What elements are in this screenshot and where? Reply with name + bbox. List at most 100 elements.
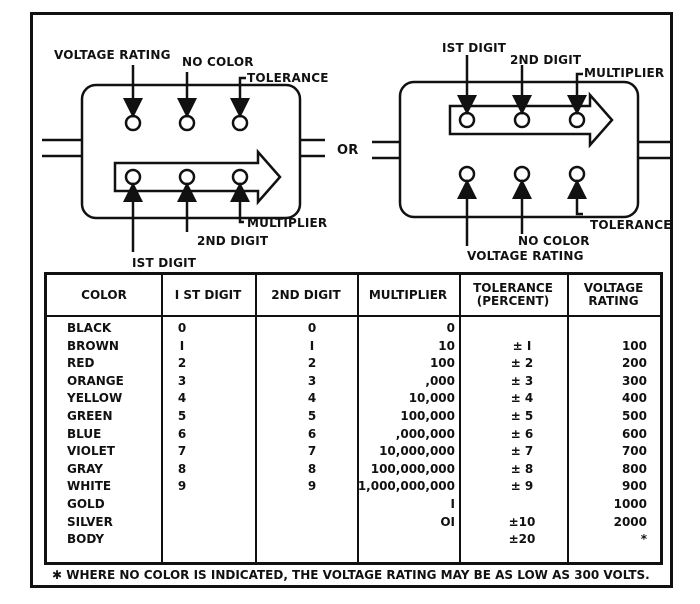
cell-first-digit: 2 <box>177 356 187 371</box>
cell-voltage-rating: 1000 <box>613 497 647 511</box>
header-second-digit: 2ND DIGIT <box>271 287 341 302</box>
cell-second-digit: 0 <box>307 321 317 335</box>
cell-second-digit: 8 <box>307 461 317 476</box>
right-voltage-rating-label: VOLTAGE RATING <box>467 249 584 263</box>
cell-multiplier: 100,000,000 <box>370 461 455 476</box>
cell-tolerance: ± 9 <box>510 479 534 494</box>
cell-first-digit: 6 <box>177 426 187 441</box>
right-tolerance-label: TOLERANCE <box>590 218 672 232</box>
figure-frame <box>30 12 673 588</box>
dot-second-digit-r <box>513 111 531 129</box>
cell-first-digit: 3 <box>177 373 187 388</box>
cell-color: RED <box>67 356 95 371</box>
cell-voltage-rating: 200 <box>621 356 647 371</box>
cell-multiplier: 100,000 <box>400 409 455 423</box>
right-capacitor <box>372 55 672 246</box>
cell-second-digit: 5 <box>307 409 317 423</box>
cell-first-digit <box>167 513 197 531</box>
dot-voltage-rating-r <box>458 165 476 183</box>
cell-first-digit: 8 <box>177 461 187 476</box>
dot-second-digit <box>178 168 196 186</box>
cell-multiplier: I <box>450 497 455 511</box>
header-voltage-rating: VOLTAGE RATING <box>583 281 644 308</box>
cell-tolerance <box>487 495 557 513</box>
cell-voltage-rating: 400 <box>621 391 647 406</box>
band-arrow-right <box>448 91 614 149</box>
cell-second-digit <box>297 495 327 513</box>
cell-second-digit <box>297 530 327 548</box>
cell-voltage-rating: 800 <box>621 461 647 476</box>
cell-color: GREEN <box>67 409 113 423</box>
cell-tolerance: ±10 <box>508 514 536 529</box>
cell-tolerance: ± 7 <box>510 444 534 459</box>
cell-first-digit: 7 <box>177 444 187 459</box>
cell-tolerance <box>487 319 557 337</box>
footnote: ✱ WHERE NO COLOR IS INDICATED, THE VOLTA… <box>52 568 650 582</box>
cell-multiplier: 10,000,000 <box>379 444 455 459</box>
cell-first-digit <box>167 530 197 548</box>
left-first-digit-label: IST DIGIT <box>132 256 197 270</box>
dot-no-color <box>178 114 196 132</box>
right-second-digit-label: 2ND DIGIT <box>510 53 582 67</box>
cell-tolerance: ± I <box>512 338 532 353</box>
cell-color: WHITE <box>67 479 112 494</box>
cell-first-digit: 5 <box>177 409 187 423</box>
capacitor-diagrams <box>42 55 672 252</box>
cell-color: BROWN <box>67 338 119 353</box>
left-tolerance-label: TOLERANCE <box>247 71 329 85</box>
right-first-digit-label: IST DIGIT <box>442 41 507 55</box>
cell-multiplier: 10,000 <box>408 391 455 406</box>
cell-first-digit: 0 <box>177 321 187 335</box>
cell-second-digit: 7 <box>307 444 317 459</box>
cell-tolerance: ± 8 <box>510 461 534 476</box>
or-label: OR <box>337 143 359 158</box>
cell-second-digit: 9 <box>307 479 317 494</box>
cell-voltage-rating: 300 <box>621 373 647 388</box>
cell-color: BLUE <box>67 426 102 441</box>
dot-first-digit-r <box>458 111 476 129</box>
cell-voltage-rating: * <box>640 532 647 547</box>
left-voltage-rating-label: VOLTAGE RATING <box>54 48 171 62</box>
dot-no-color-r <box>513 165 531 183</box>
cell-second-digit: 2 <box>307 356 317 371</box>
cell-color: GOLD <box>67 497 105 511</box>
cell-tolerance: ± 5 <box>510 409 534 423</box>
dot-tolerance-r <box>568 165 586 183</box>
cell-multiplier: 100 <box>429 356 455 371</box>
cell-multiplier: 1,000,000,000 <box>357 479 455 494</box>
cell-first-digit <box>167 495 197 513</box>
cell-second-digit: 6 <box>307 426 317 441</box>
cell-second-digit: I <box>309 338 315 353</box>
cell-tolerance: ± 2 <box>510 356 534 371</box>
left-multiplier-label: MULTIPLIER <box>247 216 328 230</box>
color-code-table: COLOR I ST DIGIT 2ND DIGIT MULTIPLIER TO… <box>44 272 663 565</box>
cell-voltage-rating <box>577 319 647 337</box>
cell-voltage-rating: 600 <box>621 426 647 441</box>
cell-second-digit: 3 <box>307 373 317 388</box>
dot-multiplier <box>231 168 249 186</box>
cell-color: VIOLET <box>67 444 115 459</box>
dot-multiplier-r <box>568 111 586 129</box>
cell-voltage-rating: 900 <box>621 479 647 494</box>
cell-color: SILVER <box>67 514 113 529</box>
cell-voltage-rating: 700 <box>621 444 647 459</box>
cell-multiplier: 0 <box>446 321 455 335</box>
header-tolerance: TOLERANCE (PERCENT) <box>473 281 553 308</box>
cell-tolerance: ± 3 <box>510 373 534 388</box>
cell-color: YELLOW <box>67 391 123 406</box>
cell-multiplier: 10 <box>438 338 455 353</box>
cell-tolerance: ± 4 <box>510 391 534 406</box>
dot-first-digit <box>124 168 142 186</box>
cell-color: GRAY <box>67 461 103 476</box>
cell-color: ORANGE <box>67 373 124 388</box>
right-multiplier-label: MULTIPLIER <box>584 66 665 80</box>
cell-tolerance: ±20 <box>508 532 536 547</box>
header-color: COLOR <box>81 287 127 302</box>
cell-second-digit: 4 <box>307 391 317 406</box>
cell-multiplier <box>357 530 455 548</box>
cell-color: BLACK <box>67 321 112 335</box>
cell-first-digit: 9 <box>177 479 187 494</box>
cell-second-digit <box>297 513 327 531</box>
cell-multiplier: OI <box>440 514 455 529</box>
cell-first-digit: I <box>179 338 185 353</box>
